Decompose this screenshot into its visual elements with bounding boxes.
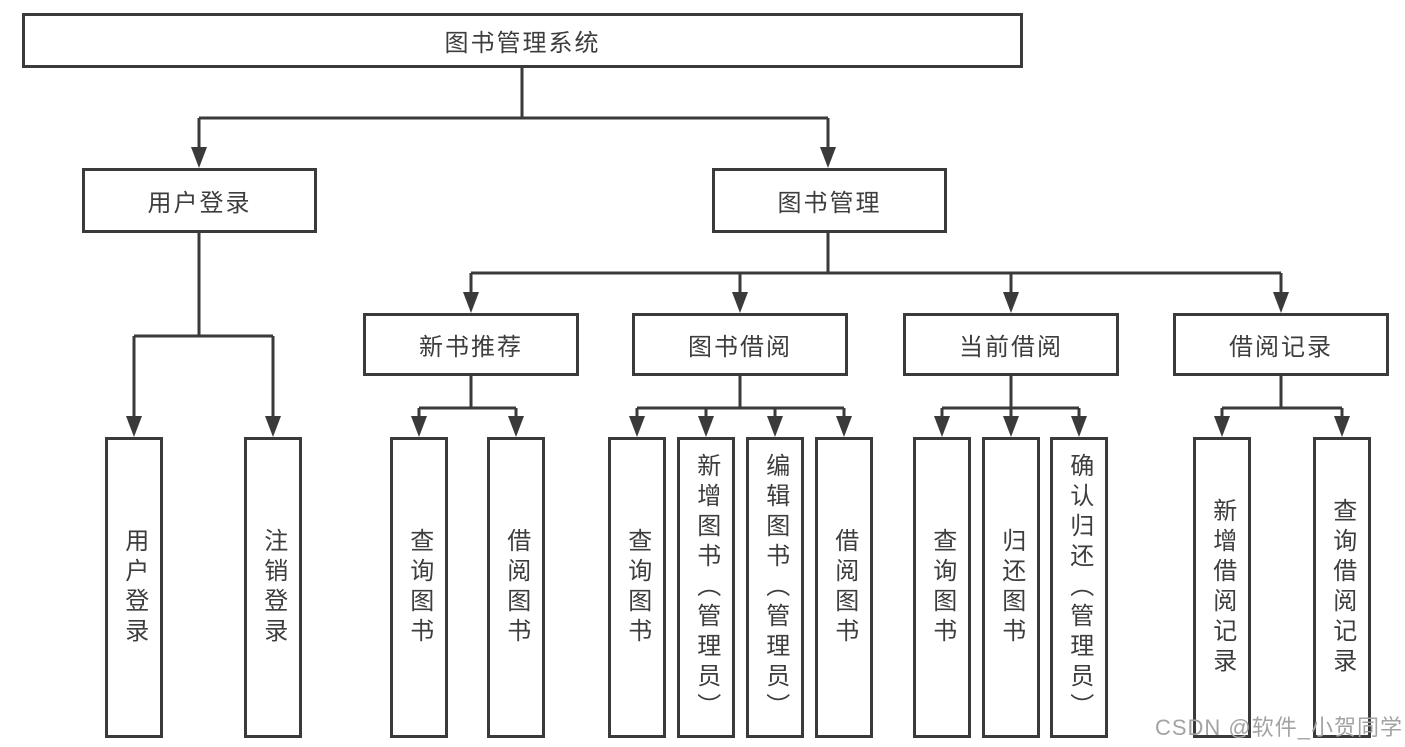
leaf-borrow-books: 借阅图书: [815, 437, 873, 738]
leaf-query-books-borrow: 查询图书: [608, 437, 666, 738]
leaf-edit-book-admin: 编辑图书（管理员）: [746, 437, 804, 738]
leaf-query-books-current: 查询图书: [913, 437, 971, 738]
node-borrow-records: 借阅记录: [1173, 313, 1389, 376]
leaf-query-borrow-record: 查询借阅记录: [1313, 437, 1371, 738]
node-current-borrow: 当前借阅: [903, 313, 1119, 376]
node-library-management-system: 图书管理系统: [22, 13, 1023, 68]
leaf-user-login-label: 用户登录: [120, 527, 148, 648]
leaf-query-books-borrow-label: 查询图书: [623, 527, 651, 648]
leaf-confirm-return-admin-label: 确认归还（管理员）: [1065, 452, 1093, 723]
connector-strokes: [132, 68, 1344, 418]
leaf-add-book-admin: 新增图书（管理员）: [677, 437, 735, 738]
leaf-return-book: 归还图书: [982, 437, 1040, 738]
connector-arrowheads: [126, 147, 1350, 437]
leaf-borrow-books-recommend-label: 借阅图书: [502, 527, 530, 648]
leaf-logout: 注销登录: [244, 437, 302, 738]
leaf-add-borrow-record-label: 新增借阅记录: [1208, 497, 1236, 678]
leaf-logout-label: 注销登录: [259, 527, 287, 648]
leaf-add-book-admin-label: 新增图书（管理员）: [692, 452, 720, 723]
csdn-watermark: CSDN @软件_小贺同学: [1154, 715, 1403, 740]
node-user-login: 用户登录: [82, 168, 317, 233]
leaf-user-login: 用户登录: [105, 437, 163, 738]
leaf-query-books-recommend-label: 查询图书: [405, 527, 433, 648]
leaf-query-borrow-record-label: 查询借阅记录: [1328, 497, 1356, 678]
leaf-return-book-label: 归还图书: [997, 527, 1025, 648]
node-book-management: 图书管理: [712, 168, 947, 233]
leaf-query-books-current-label: 查询图书: [928, 527, 956, 648]
node-book-borrow: 图书借阅: [632, 313, 848, 376]
leaf-add-borrow-record: 新增借阅记录: [1193, 437, 1251, 738]
leaf-confirm-return-admin: 确认归还（管理员）: [1050, 437, 1108, 738]
leaf-borrow-books-recommend: 借阅图书: [487, 437, 545, 738]
leaf-edit-book-admin-label: 编辑图书（管理员）: [761, 452, 789, 723]
leaf-borrow-books-label: 借阅图书: [830, 527, 858, 648]
leaf-query-books-recommend: 查询图书: [390, 437, 448, 738]
node-new-book-recommend: 新书推荐: [363, 313, 579, 376]
